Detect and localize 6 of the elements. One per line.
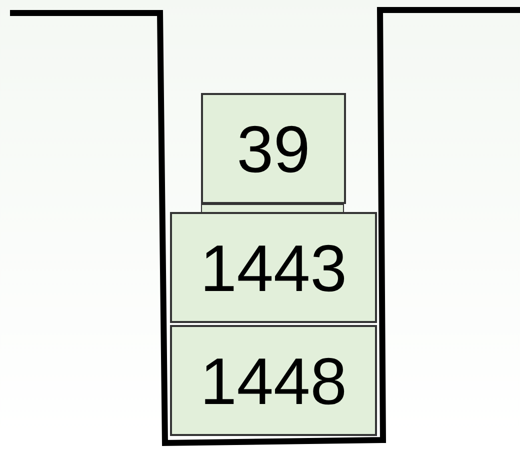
value-box xyxy=(201,93,346,204)
number-label: 1448 xyxy=(200,348,347,414)
value-box xyxy=(170,212,377,323)
number-label: 39 xyxy=(236,116,310,182)
value-box xyxy=(170,325,377,436)
number-label: 1443 xyxy=(200,234,347,300)
